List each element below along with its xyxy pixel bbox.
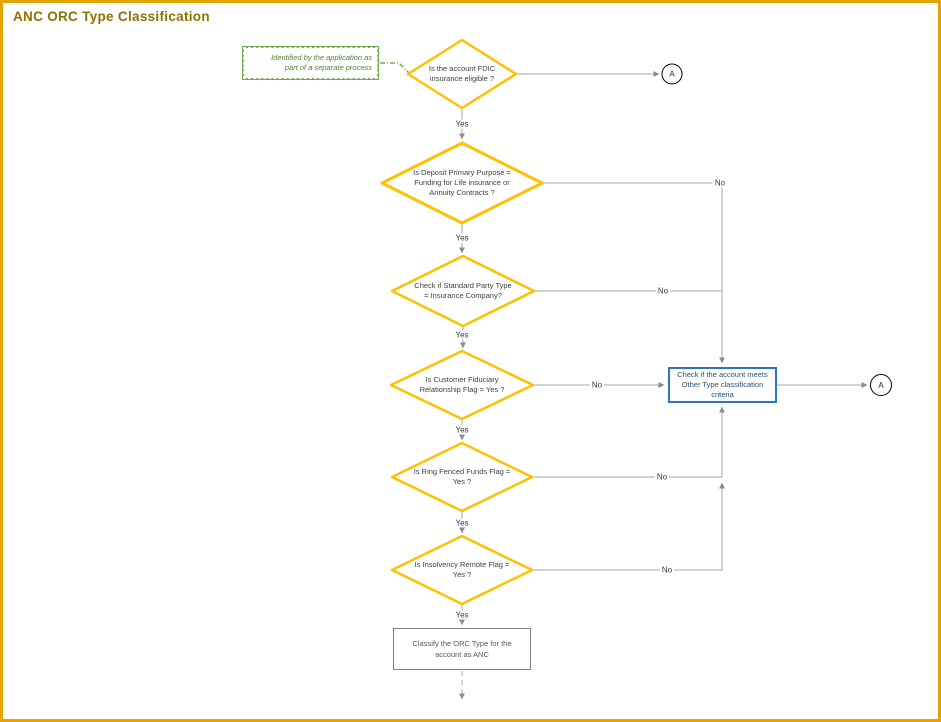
decision-ring-fenced-flag-label: Is Ring Fenced Funds Flag = Yes ? <box>413 466 511 486</box>
edge-label-yes: Yes <box>453 233 471 243</box>
annotation-note: Identified by the application as part of… <box>242 46 379 80</box>
flowchart-canvas <box>380 38 868 700</box>
annotation-connector <box>380 62 410 74</box>
process-other-type-check: Check if the account meets Other Type cl… <box>668 367 777 403</box>
annotation-line: part of a separate process <box>284 63 372 72</box>
annotation-line: Identified by the application as <box>271 52 372 62</box>
edge-label-yes: Yes <box>453 610 471 620</box>
offpage-connector-a-right: A <box>870 374 892 396</box>
page-title: ANC ORC Type Classification <box>13 9 210 24</box>
edge-label-no: No <box>654 472 670 482</box>
decision-deposit-purpose-label: Is Deposit Primary Purpose = Funding for… <box>413 167 511 198</box>
connector-d2-no <box>542 182 725 364</box>
edge-label-yes: Yes <box>453 425 471 435</box>
decision-standard-party-type <box>390 254 536 328</box>
edge-label-yes: Yes <box>453 518 471 528</box>
connector-d5-no <box>532 406 725 478</box>
edge-label-no: No <box>655 286 671 296</box>
decision-fiduciary-flag-label: Is Customer Fiduciary Relationship Flag … <box>419 374 505 394</box>
decision-ring-fenced-flag <box>390 441 534 513</box>
edge-label-no: No <box>712 178 728 188</box>
edge-label-yes: Yes <box>453 119 471 129</box>
connector-d6-no <box>532 482 725 571</box>
decision-fdic-eligible-label: Is the account FDIC insurance eligible ? <box>428 63 496 83</box>
decision-standard-party-type-label: Check if Standard Party Type = Insurance… <box>414 280 512 300</box>
edge-label-no: No <box>589 380 605 390</box>
decision-fdic-eligible <box>406 38 518 110</box>
edge-label-no: No <box>659 565 675 575</box>
process-classify-anc: Classify the ORC Type for the account as… <box>393 628 531 670</box>
decision-insolvency-flag-label: Is Insolvency Remote Flag = Yes ? <box>414 559 510 579</box>
offpage-connector-a-top: A <box>661 63 683 85</box>
decision-insolvency-flag <box>390 534 534 606</box>
edge-label-yes: Yes <box>453 330 471 340</box>
decision-fiduciary-flag <box>389 349 535 421</box>
decision-deposit-purpose <box>380 141 544 225</box>
